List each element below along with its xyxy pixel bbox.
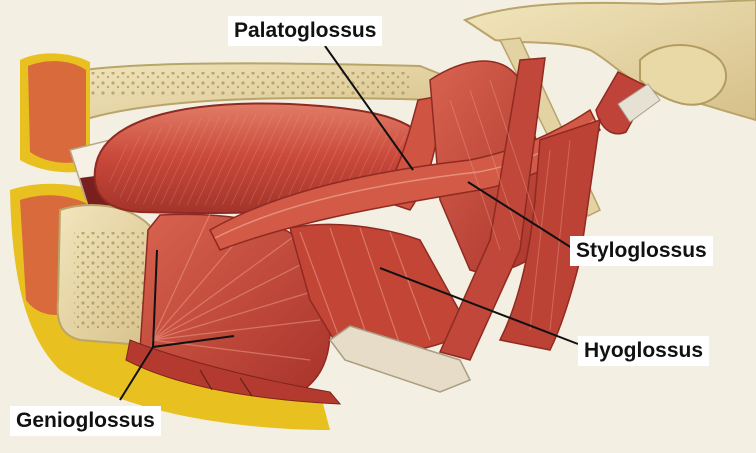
digastric-tendon	[617, 83, 661, 123]
hyoid-bone	[328, 325, 472, 393]
geniohyoid-muscle	[125, 339, 342, 405]
leader-styloglossus	[467, 181, 573, 249]
mandible-spongy	[74, 232, 144, 328]
leader-genioglossus-b	[152, 249, 158, 348]
leader-genioglossus-c	[152, 335, 235, 348]
hyoglossus-fibers	[299, 227, 431, 346]
label-palatoglossus: Palatoglossus	[228, 16, 383, 46]
label-hyoglossus: Hyoglossus	[578, 336, 710, 366]
mastoid-process	[639, 44, 727, 106]
palate-spongy	[90, 72, 410, 96]
leader-hyoglossus	[379, 267, 579, 345]
leader-genioglossus-a	[119, 346, 154, 401]
stylohyoid-muscle	[438, 57, 546, 361]
label-genioglossus: Genioglossus	[10, 406, 161, 436]
styloglossus-muscle	[209, 108, 601, 251]
label-styloglossus: Styloglossus	[570, 236, 713, 266]
floor-contours	[199, 369, 253, 397]
upper-lip-gland	[28, 61, 86, 163]
leader-lines	[119, 45, 579, 401]
leader-palatoglossus	[324, 45, 414, 171]
right-muscle-fibers	[449, 79, 571, 331]
